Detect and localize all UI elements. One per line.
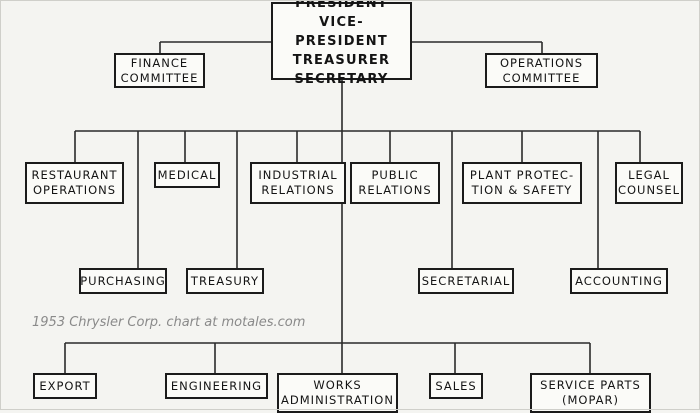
engineering-box: ENGINEERING bbox=[165, 373, 268, 399]
legal-counsel-box: LEGAL COUNSEL bbox=[615, 162, 683, 204]
accounting-box: ACCOUNTING bbox=[570, 268, 668, 294]
operations-committee-box: OPERATIONS COMMITTEE bbox=[485, 53, 598, 88]
finance-committee-box: FINANCE COMMITTEE bbox=[114, 53, 205, 88]
industrial-relations-box: INDUSTRIAL RELATIONS bbox=[250, 162, 346, 204]
works-administration-box: WORKS ADMINISTRATION bbox=[277, 373, 398, 413]
medical-box: MEDICAL bbox=[154, 162, 220, 188]
treasury-box: TREASURY bbox=[186, 268, 264, 294]
purchasing-box: PURCHASING bbox=[79, 268, 167, 294]
public-relations-box: PUBLIC RELATIONS bbox=[350, 162, 440, 204]
president-box: PRESIDENT VICE-PRESIDENT TREASURER SECRE… bbox=[271, 0, 412, 87]
plant-protection-box: PLANT PROTEC- TION & SAFETY bbox=[462, 162, 582, 204]
export-box: EXPORT bbox=[33, 373, 97, 399]
secretarial-box: SECRETARIAL bbox=[418, 268, 514, 294]
sales-box: SALES bbox=[429, 373, 483, 399]
restaurant-operations-box: RESTAURANT OPERATIONS bbox=[25, 162, 124, 204]
service-parts-box: SERVICE PARTS (MOPAR) bbox=[530, 373, 651, 413]
source-caption: 1953 Chrysler Corp. chart at motales.com bbox=[32, 315, 306, 330]
